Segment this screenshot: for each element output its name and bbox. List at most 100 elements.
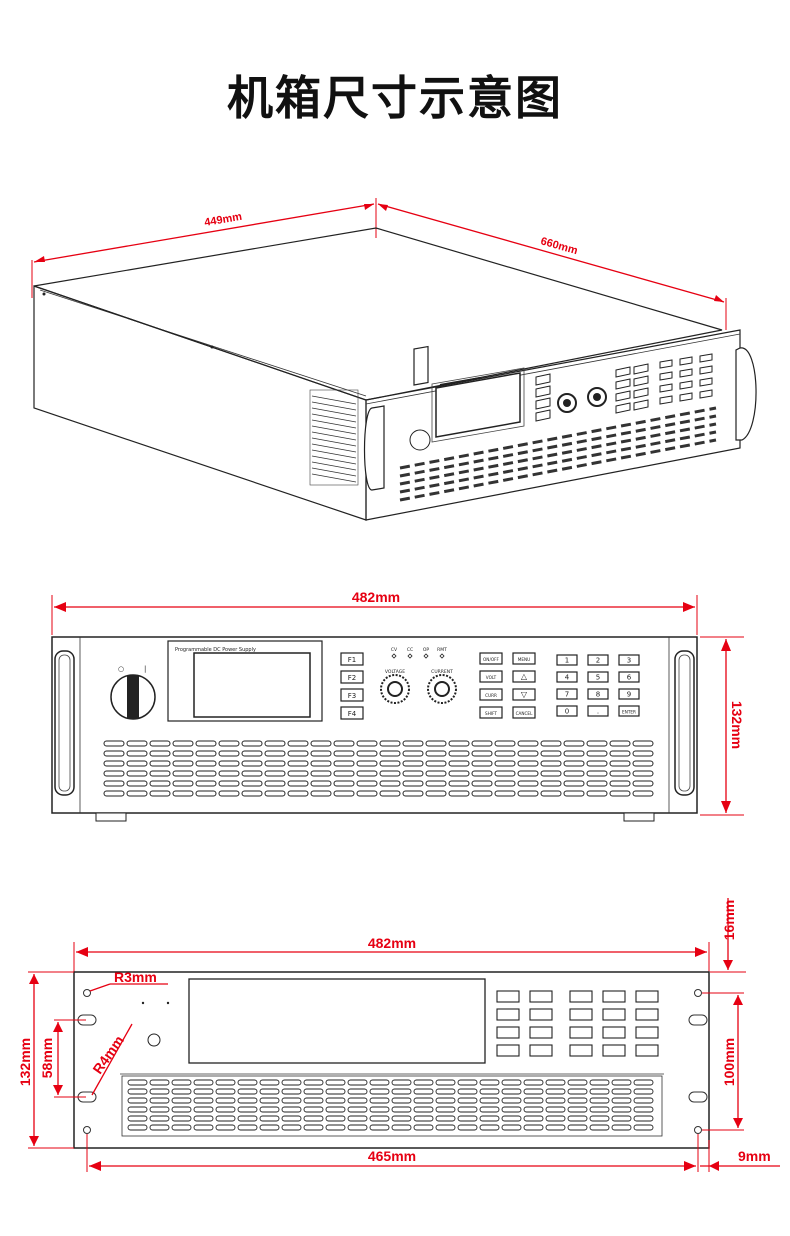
vent-slot xyxy=(471,790,493,797)
num-key-label: 4 xyxy=(565,674,570,682)
vent-slot xyxy=(563,760,585,767)
front-width-dimension: 482mm xyxy=(51,589,698,635)
side-key-label: F3 xyxy=(348,692,356,700)
panel-vent-slot xyxy=(479,1124,500,1131)
indicator-op: OP xyxy=(423,647,430,659)
panel-key-cutout xyxy=(496,1026,520,1039)
vent-slot xyxy=(149,760,171,767)
side-key-label: F2 xyxy=(348,674,356,682)
panel-vent-slot xyxy=(259,1115,280,1122)
panel-key-cutout xyxy=(496,1044,520,1057)
vent-slot xyxy=(586,790,608,797)
panel-vent-slot xyxy=(501,1115,522,1122)
panel-vent-slot xyxy=(215,1097,236,1104)
vent-slot xyxy=(126,790,148,797)
panel-vent-slot xyxy=(303,1106,324,1113)
foot-right xyxy=(623,812,655,822)
vent-slot xyxy=(494,760,516,767)
indicator-rmt: RMT xyxy=(437,647,447,659)
panel-vent-slot xyxy=(435,1088,456,1095)
front-handle-right xyxy=(674,650,695,796)
side-vent-grille xyxy=(309,389,359,486)
vent-slot xyxy=(241,760,263,767)
hole-vertical-dimension: 100mm xyxy=(702,992,744,1131)
panel-vent-slot xyxy=(369,1079,390,1086)
panel-vent-slot xyxy=(567,1124,588,1131)
corner-radius-label: R3mm xyxy=(114,969,157,985)
panel-vent-slot xyxy=(237,1097,258,1104)
side-key-3: F3 xyxy=(340,688,364,702)
panel-vent-slot xyxy=(325,1124,346,1131)
panel-vent-slots xyxy=(127,1079,654,1131)
vent-slot xyxy=(563,780,585,787)
vent-slot xyxy=(356,770,378,777)
panel-vent-slot xyxy=(303,1115,324,1122)
vent-slot xyxy=(379,740,401,747)
left-handle xyxy=(363,405,385,491)
vent-slot xyxy=(517,780,539,787)
panel-top-width-label: 482mm xyxy=(368,935,416,951)
panel-vent-slot xyxy=(589,1097,610,1104)
vent-slot xyxy=(609,760,631,767)
func-key: SHIFT xyxy=(479,706,503,719)
vent-slot xyxy=(264,780,286,787)
vent-slot xyxy=(103,770,125,777)
lcd-display xyxy=(193,652,311,718)
vent-slot xyxy=(310,770,332,777)
indicator-row: CV CC OP RMT xyxy=(391,647,447,659)
panel-top-width-dimension: 482mm xyxy=(73,935,710,972)
vent-slot xyxy=(494,790,516,797)
panel-vent-slot xyxy=(567,1079,588,1086)
vent-slot xyxy=(126,770,148,777)
vent-slot xyxy=(540,780,562,787)
vent-slot xyxy=(241,750,263,757)
front-width-label: 482mm xyxy=(352,589,400,605)
panel-vent-slot xyxy=(369,1097,390,1104)
vent-slot xyxy=(264,790,286,797)
slot-spacing-dimension: 58mm xyxy=(39,1019,86,1098)
func-key-label: SHIFT xyxy=(485,711,497,716)
panel-vent-slot xyxy=(347,1124,368,1131)
vent-slot xyxy=(586,760,608,767)
panel-vent-slot xyxy=(523,1106,544,1113)
vent-slot xyxy=(517,770,539,777)
panel-vent-slot xyxy=(193,1079,214,1086)
num-key: 0 xyxy=(556,705,578,717)
panel-vent-slot xyxy=(633,1124,654,1131)
vent-slot xyxy=(563,750,585,757)
num-key: 7 xyxy=(556,688,578,700)
panel-vent-slot xyxy=(611,1115,632,1122)
svg-text:○: ○ xyxy=(118,665,124,673)
func-key-label: △ xyxy=(521,672,528,681)
panel-key-cutout xyxy=(569,990,593,1003)
func-key-label: CANCEL xyxy=(516,711,533,716)
vent-slot xyxy=(540,770,562,777)
front-height-dimension: 132mm xyxy=(700,636,745,816)
indicator-label: CC xyxy=(407,647,413,653)
iso-key-grid xyxy=(615,353,713,414)
panel-vent-slot xyxy=(149,1115,170,1122)
hole-pitch-label: 465mm xyxy=(368,1148,416,1164)
vent-slot xyxy=(448,770,470,777)
panel-vent-slot xyxy=(325,1088,346,1095)
indicator-label: OP xyxy=(423,647,430,653)
panel-vent-slot xyxy=(171,1115,192,1122)
panel-vent-slot xyxy=(215,1106,236,1113)
panel-vent-slot xyxy=(501,1097,522,1104)
vent-slot xyxy=(356,780,378,787)
vent-slot xyxy=(287,780,309,787)
panel-vent-slot xyxy=(171,1097,192,1104)
vent-slot xyxy=(632,790,654,797)
panel-vent-slot xyxy=(281,1097,302,1104)
num-key: 9 xyxy=(618,688,640,700)
indicator-cv: CV xyxy=(391,647,398,659)
panel-vent-slot xyxy=(633,1115,654,1122)
vent-slot xyxy=(494,770,516,777)
panel-vent-slot xyxy=(215,1115,236,1122)
panel-vent-slot xyxy=(457,1124,478,1131)
front-view: 482mm 132mm ○ | Programmable DC Power Su… xyxy=(51,589,745,822)
iso-depth-label: 660mm xyxy=(539,235,579,257)
vent-slot xyxy=(218,750,240,757)
panel-vent-slot xyxy=(391,1115,412,1122)
